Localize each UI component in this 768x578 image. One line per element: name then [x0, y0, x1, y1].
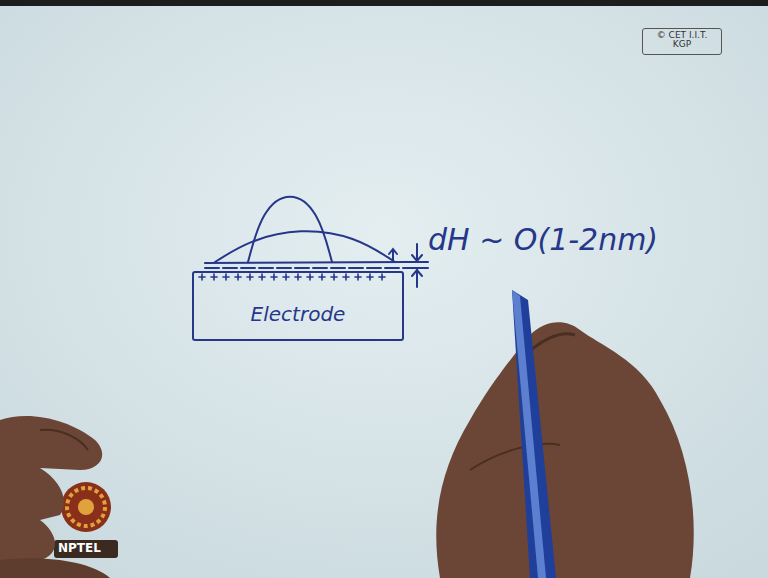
ink-stroke [248, 197, 332, 262]
top-edge [0, 0, 768, 6]
part-name: Electrode [194, 303, 402, 325]
ink-stroke [205, 267, 408, 269]
ink-stroke [205, 262, 408, 263]
ink-stroke [261, 274, 263, 280]
ink-stroke [201, 274, 203, 280]
ink-stroke [345, 274, 347, 280]
ink-stroke [412, 255, 422, 261]
ink-stroke [285, 274, 287, 280]
watermark-logo-text: NPTEL [58, 541, 101, 555]
ink-stroke [225, 274, 227, 280]
presenter-hands [0, 290, 694, 578]
ink-stroke [215, 231, 395, 262]
ink-stroke [407, 267, 428, 269]
ink-stroke [357, 274, 359, 280]
ink-stroke [237, 274, 239, 280]
watermark-box: © CET I.I.T. KGP [642, 28, 722, 55]
dimension-label: dH ~ O(1-2nm) [428, 222, 658, 257]
nptel-logo [54, 482, 118, 558]
ink-stroke [416, 270, 418, 287]
ink-stroke [309, 274, 311, 280]
ink-stroke [213, 274, 215, 280]
ink-stroke [333, 274, 335, 280]
electrode-box: Electrode [192, 271, 404, 341]
ink-strokes [199, 197, 428, 287]
ink-stroke [369, 274, 371, 280]
watermark-text: © CET I.I.T. KGP [652, 31, 712, 50]
ink-stroke [273, 274, 275, 280]
ink-stroke [381, 274, 383, 280]
ink-stroke [297, 274, 299, 280]
ink-stroke [321, 274, 323, 280]
ink-stroke [389, 249, 397, 254]
ink-stroke [249, 274, 251, 280]
ink-stroke [392, 250, 394, 262]
ink-stroke [412, 270, 422, 276]
ink-stroke [416, 244, 418, 261]
ink-stroke [407, 261, 428, 263]
